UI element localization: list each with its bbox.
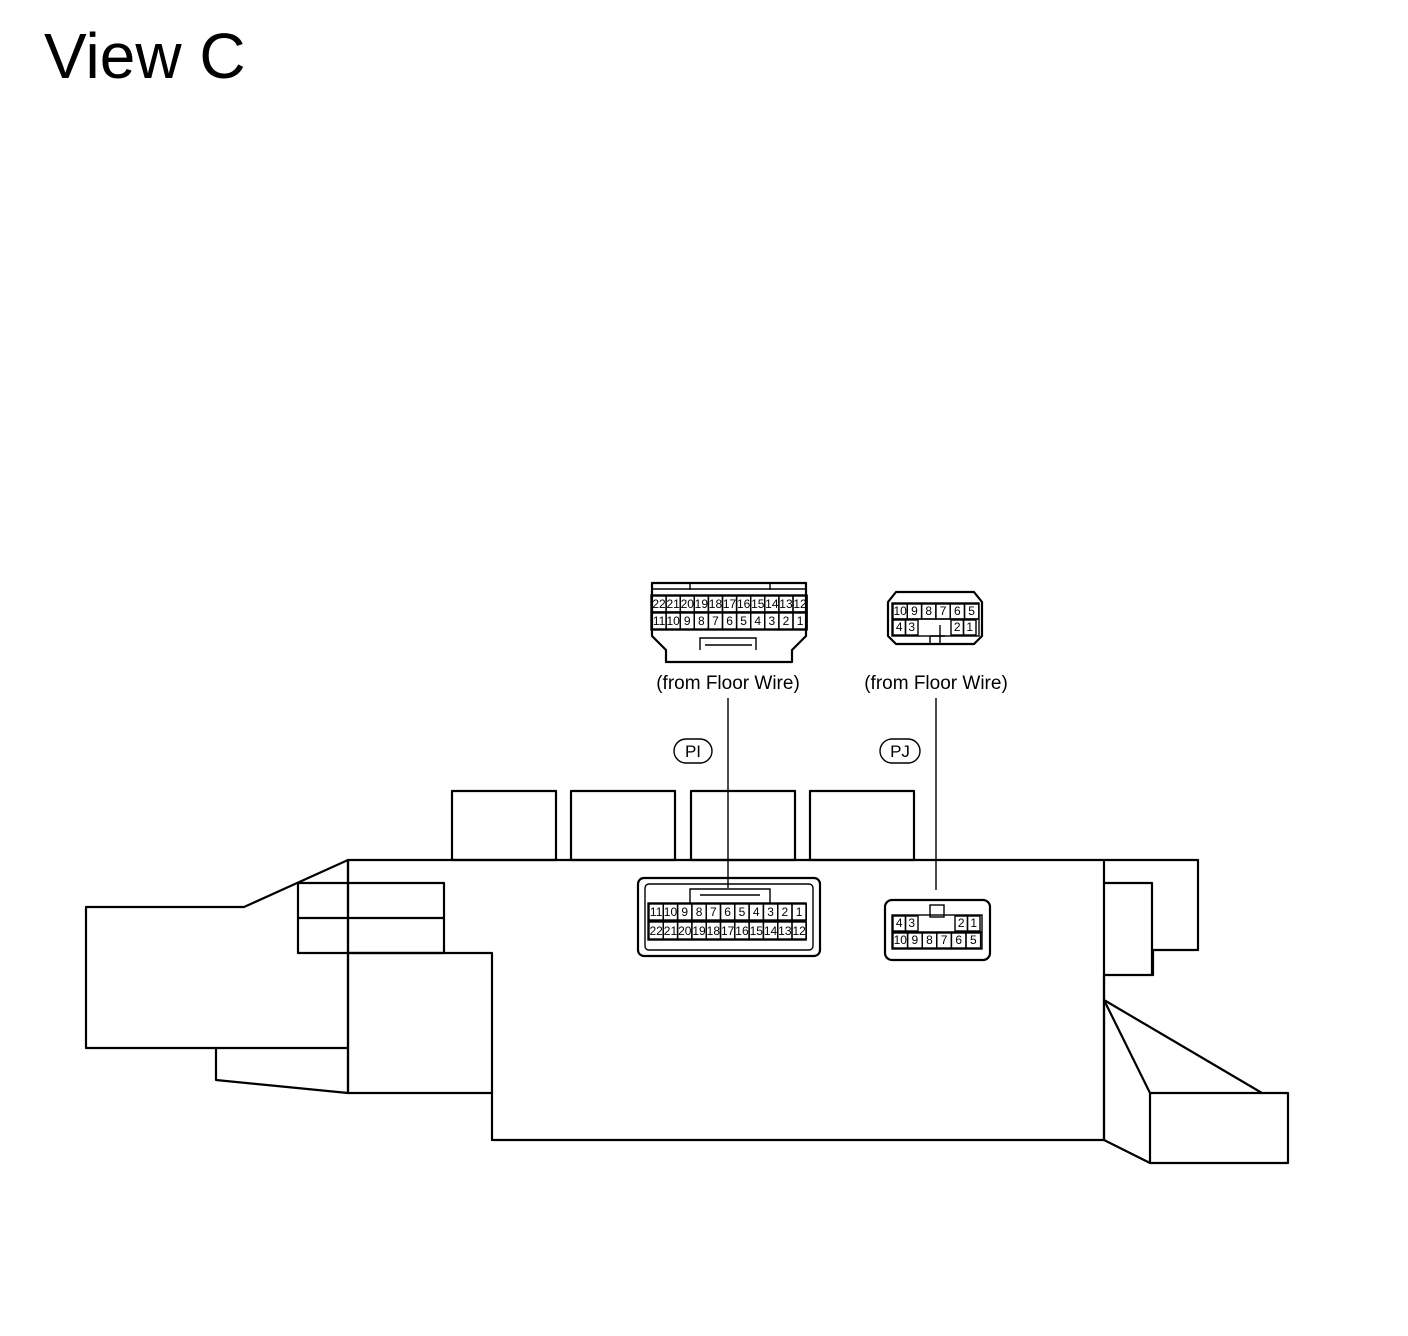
- pin-number: 4: [753, 905, 760, 919]
- pin-number: 5: [739, 905, 746, 919]
- pin-number: 11: [653, 614, 666, 628]
- pin-number: 11: [650, 905, 663, 919]
- pin-number: 5: [968, 604, 975, 618]
- pi-code: PI: [685, 742, 701, 761]
- pin-number: 3: [767, 905, 774, 919]
- pin-number: 9: [681, 905, 688, 919]
- pin-cell: [904, 915, 919, 932]
- pin-number: 14: [765, 597, 779, 611]
- pin-number: 1: [970, 916, 977, 930]
- pin-number: 5: [970, 933, 977, 947]
- pin-number: 10: [893, 604, 907, 618]
- pin-number: 9: [911, 604, 918, 618]
- pin-cell: [904, 619, 919, 636]
- pin-cell: [791, 921, 808, 940]
- pin-number: 6: [726, 614, 733, 628]
- pin-number: 9: [684, 614, 691, 628]
- pin-number: 7: [710, 905, 717, 919]
- pin-number: 8: [925, 604, 932, 618]
- relay-2: [569, 789, 677, 862]
- pin-number: 1: [796, 905, 803, 919]
- pin-number: 1: [966, 620, 973, 634]
- pin-number: 5: [740, 614, 747, 628]
- pin-cell: [791, 903, 808, 921]
- pin-cell: [966, 915, 981, 932]
- relay-3: [689, 789, 797, 862]
- pin-number: 6: [954, 604, 961, 618]
- pin-number: 6: [955, 933, 962, 947]
- pin-number: 1: [797, 614, 804, 628]
- pin-number: 8: [696, 905, 703, 919]
- pin-number: 7: [940, 604, 947, 618]
- pin-number: 3: [908, 620, 915, 634]
- pj-code: PJ: [890, 742, 910, 761]
- relay-4: [808, 789, 916, 862]
- pin-number: 10: [664, 905, 678, 919]
- pj-source-label: (from Floor Wire): [864, 673, 1008, 694]
- pin-number: 18: [707, 924, 721, 938]
- pin-number: 2: [783, 614, 790, 628]
- pin-number: 18: [709, 597, 723, 611]
- pin-number: 7: [941, 933, 948, 947]
- pin-number: 19: [695, 597, 709, 611]
- pin-cell: [792, 595, 808, 613]
- pin-number: 9: [912, 933, 919, 947]
- pin-cell: [963, 603, 980, 620]
- pin-number: 4: [896, 620, 903, 634]
- pin-cell: [792, 612, 808, 630]
- pin-number: 20: [678, 924, 692, 938]
- pin-number: 10: [666, 614, 680, 628]
- pin-number: 13: [779, 597, 793, 611]
- pin-number: 3: [769, 614, 776, 628]
- pin-cell: [962, 619, 977, 636]
- pin-cell: [965, 932, 982, 949]
- pin-number: 8: [698, 614, 705, 628]
- pin-number: 2: [954, 620, 961, 634]
- junction-block-body: [84, 789, 1290, 1165]
- pin-number: 17: [723, 597, 737, 611]
- pin-number: 21: [664, 924, 678, 938]
- pin-number: 4: [754, 614, 761, 628]
- relay-1: [450, 789, 558, 862]
- pin-number: 19: [692, 924, 706, 938]
- pin-number: 7: [712, 614, 719, 628]
- pin-number: 22: [652, 597, 666, 611]
- pin-number: 6: [724, 905, 731, 919]
- pin-number: 16: [737, 597, 751, 611]
- pin-number: 8: [926, 933, 933, 947]
- pin-number: 2: [958, 916, 965, 930]
- pin-number: 20: [681, 597, 695, 611]
- pin-number: 2: [782, 905, 789, 919]
- pin-number: 17: [721, 924, 735, 938]
- pin-number: 16: [735, 924, 749, 938]
- pin-number: 22: [649, 924, 663, 938]
- pin-number: 15: [751, 597, 765, 611]
- pi-source-label: (from Floor Wire): [656, 673, 800, 694]
- pin-number: 21: [666, 597, 680, 611]
- pin-number: 4: [896, 916, 903, 930]
- pin-number: 12: [792, 924, 806, 938]
- pj-tag-bubble: PJ: [879, 738, 921, 764]
- view-title: View C: [44, 20, 246, 92]
- pin-number: 10: [894, 933, 908, 947]
- pin-number: 15: [750, 924, 764, 938]
- pin-number: 14: [764, 924, 778, 938]
- pi-tag-bubble: PI: [673, 738, 713, 764]
- pin-number: 13: [778, 924, 792, 938]
- pin-number: 3: [908, 916, 915, 930]
- pin-number: 12: [793, 597, 807, 611]
